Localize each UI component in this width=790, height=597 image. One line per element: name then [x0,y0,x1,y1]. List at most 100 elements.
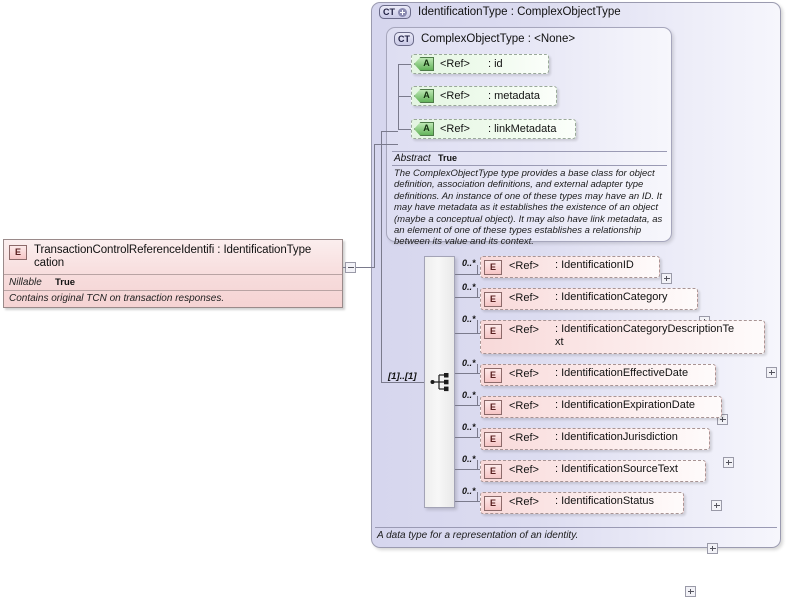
element-name: : IdentificationJurisdiction [554,431,678,443]
attribute-row[interactable]: A <Ref> : id [411,54,549,74]
element-badge-icon: E [484,260,502,275]
base-type-badge-icon[interactable]: CT [394,32,414,46]
element-connector-6 [455,437,480,438]
attribute-ref: <Ref> [440,90,470,102]
element-name: : IdentificationID [554,259,634,271]
element-expand-button[interactable] [766,367,777,378]
nillable-value: True [55,277,76,288]
compositor-rail-top [381,131,398,132]
compositor-inbound-line [381,382,424,383]
element-stub-4 [477,364,478,374]
element-ref: <Ref> [509,260,539,272]
connector-left-node [343,267,346,268]
element-row[interactable]: E <Ref> : IdentificationStatus [480,492,684,514]
container-documentation: A data type for a representation of an i… [377,530,579,541]
root-element-title-line1: TransactionControlReferenceIdentifi : Id… [34,244,312,256]
element-stub-2 [477,288,478,298]
base-type-header: CT ComplexObjectType : <None> [394,32,575,46]
root-element-header: E TransactionControlReferenceIdentifi : … [4,240,342,274]
element-ref: <Ref> [509,432,539,444]
ct-inner-badge-label: CT [398,34,410,44]
attribute-connector-2 [398,96,411,97]
element-row[interactable]: E <Ref> : IdentificationCategoryDescript… [480,320,765,354]
element-name-line2: xt [554,336,564,348]
element-expand-button[interactable] [711,500,722,511]
nillable-key: Nillable [9,277,42,288]
abstract-documentation-panel: Abstract True The ComplexObjectType type… [392,151,667,248]
element-ref: <Ref> [509,400,539,412]
element-badge-icon: E [484,368,502,383]
attribute-connector-1 [398,64,411,65]
compositor-cardinality: [1]..[1] [388,371,417,382]
footer-divider [375,527,777,528]
element-connector-8 [455,501,480,502]
element-expand-button[interactable] [661,273,672,284]
element-stub-7 [477,460,478,470]
element-cardinality: 0..* [462,486,476,496]
complex-type-badge-icon[interactable]: CT [379,5,411,19]
element-connector-2 [455,297,480,298]
element-row[interactable]: E <Ref> : IdentificationCategory [480,288,698,310]
element-name: : IdentificationEffectiveDate [554,367,689,379]
attribute-ref: <Ref> [440,123,470,135]
complex-type-title: IdentificationType : ComplexObjectType [418,6,621,18]
nillable-row: Nillable True [4,274,342,290]
abstract-value: True [438,153,458,163]
element-badge-icon: E [484,432,502,447]
attribute-row[interactable]: A <Ref> : linkMetadata [411,119,576,139]
element-stub-1 [477,265,478,275]
compositor-rail-vertical [381,131,382,382]
sequence-compositor[interactable] [424,256,455,508]
root-element-documentation: Contains original TCN on transaction res… [4,290,342,307]
attribute-badge-icon: A [414,89,434,103]
element-badge-icon: E [484,400,502,415]
element-badge-icon: E [9,245,27,260]
complex-type-header: CT IdentificationType : ComplexObjectTyp… [379,5,621,19]
element-row[interactable]: E <Ref> : IdentificationJurisdiction [480,428,710,450]
container-rail-vertical [374,144,375,268]
connector-to-container [356,267,374,268]
element-cardinality: 0..* [462,314,476,324]
element-row[interactable]: E <Ref> : IdentificationSourceText [480,460,706,482]
base-type-title: ComplexObjectType : <None> [421,33,576,45]
element-expand-button[interactable] [717,414,728,425]
element-ref: <Ref> [509,324,539,336]
element-name-line1: : IdentificationCategoryDescriptionTe [554,323,735,335]
element-connector-1 [455,274,480,275]
element-name: : IdentificationSourceText [554,463,678,475]
element-cardinality: 0..* [462,390,476,400]
element-ref: <Ref> [509,464,539,476]
element-row[interactable]: E <Ref> : IdentificationExpirationDate [480,396,722,418]
element-badge-icon: E [484,324,502,339]
element-name: : IdentificationCategory [554,291,668,303]
element-connector-5 [455,405,480,406]
element-row[interactable]: E <Ref> : IdentificationID [480,256,660,278]
element-stub-6 [477,428,478,438]
container-rail-top [374,144,398,145]
collapse-toggle-button[interactable] [345,262,356,273]
element-row[interactable]: E <Ref> : IdentificationEffectiveDate [480,364,716,386]
element-expand-button[interactable] [707,543,718,554]
expand-plus-icon[interactable] [398,7,407,17]
element-connector-3 [455,333,480,334]
element-badge-icon: E [484,292,502,307]
element-expand-button[interactable] [723,457,734,468]
abstract-key: Abstract [394,153,431,164]
element-badge-icon: E [484,496,502,511]
attribute-name: : id [487,58,503,70]
root-element-node[interactable]: E TransactionControlReferenceIdentifi : … [3,239,343,308]
base-type-documentation: The ComplexObjectType type provides a ba… [394,168,663,248]
element-cardinality: 0..* [462,282,476,292]
ct-badge-label: CT [383,7,395,17]
element-expand-button[interactable] [685,586,696,597]
element-ref: <Ref> [509,292,539,304]
element-name: : IdentificationExpirationDate [554,399,695,411]
element-ref: <Ref> [509,496,539,508]
root-element-title-line2: cation [34,257,65,269]
root-element-title: TransactionControlReferenceIdentifi : Id… [34,244,311,270]
element-connector-4 [455,373,480,374]
element-connector-7 [455,469,480,470]
attribute-ref: <Ref> [440,58,470,70]
element-badge-icon: E [484,464,502,479]
attribute-row[interactable]: A <Ref> : metadata [411,86,557,106]
